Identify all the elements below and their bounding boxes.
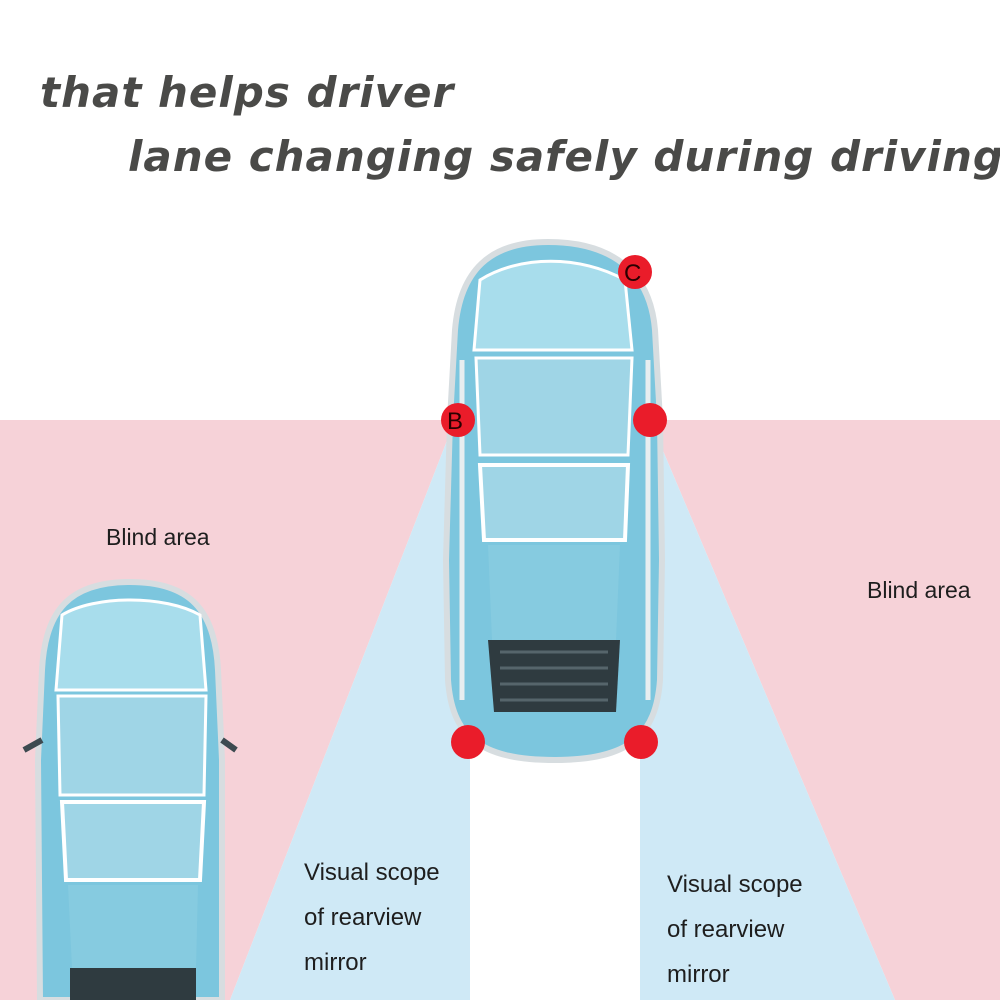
blind-area-right-zone <box>650 420 1000 1000</box>
marker-b-label: B <box>447 408 463 435</box>
blind-area-left-label: Blind area <box>106 524 210 550</box>
scope-left-line-2: of rearview <box>304 904 422 931</box>
scope-left-line-3: mirror <box>304 949 367 976</box>
marker-c <box>618 255 652 289</box>
scope-left-line-1: Visual scope <box>304 859 440 886</box>
visual-scope-left-label: Visual scope of rearview mirror <box>304 850 440 985</box>
blind-area-right-label: Blind area <box>867 577 971 603</box>
marker-rear-left <box>451 725 485 759</box>
sensor-markers: C B <box>441 255 667 759</box>
marker-c-label: C <box>624 260 641 287</box>
main-car <box>442 238 666 764</box>
marker-front-right <box>633 403 667 437</box>
visual-scope-left-zone <box>230 420 472 1000</box>
visual-scope-right-zone <box>632 420 895 1000</box>
headline-line-2: lane changing safely during driving. <box>128 132 1000 181</box>
headline-line-1: that helps driver <box>40 68 455 117</box>
marker-b <box>441 403 475 437</box>
visual-scope-right-label: Visual scope of rearview mirror <box>667 862 803 997</box>
scope-right-line-3: mirror <box>667 961 730 988</box>
scope-right-line-2: of rearview <box>667 916 785 943</box>
marker-rear-right <box>624 725 658 759</box>
scope-right-line-1: Visual scope <box>667 871 803 898</box>
side-car <box>22 578 238 1000</box>
